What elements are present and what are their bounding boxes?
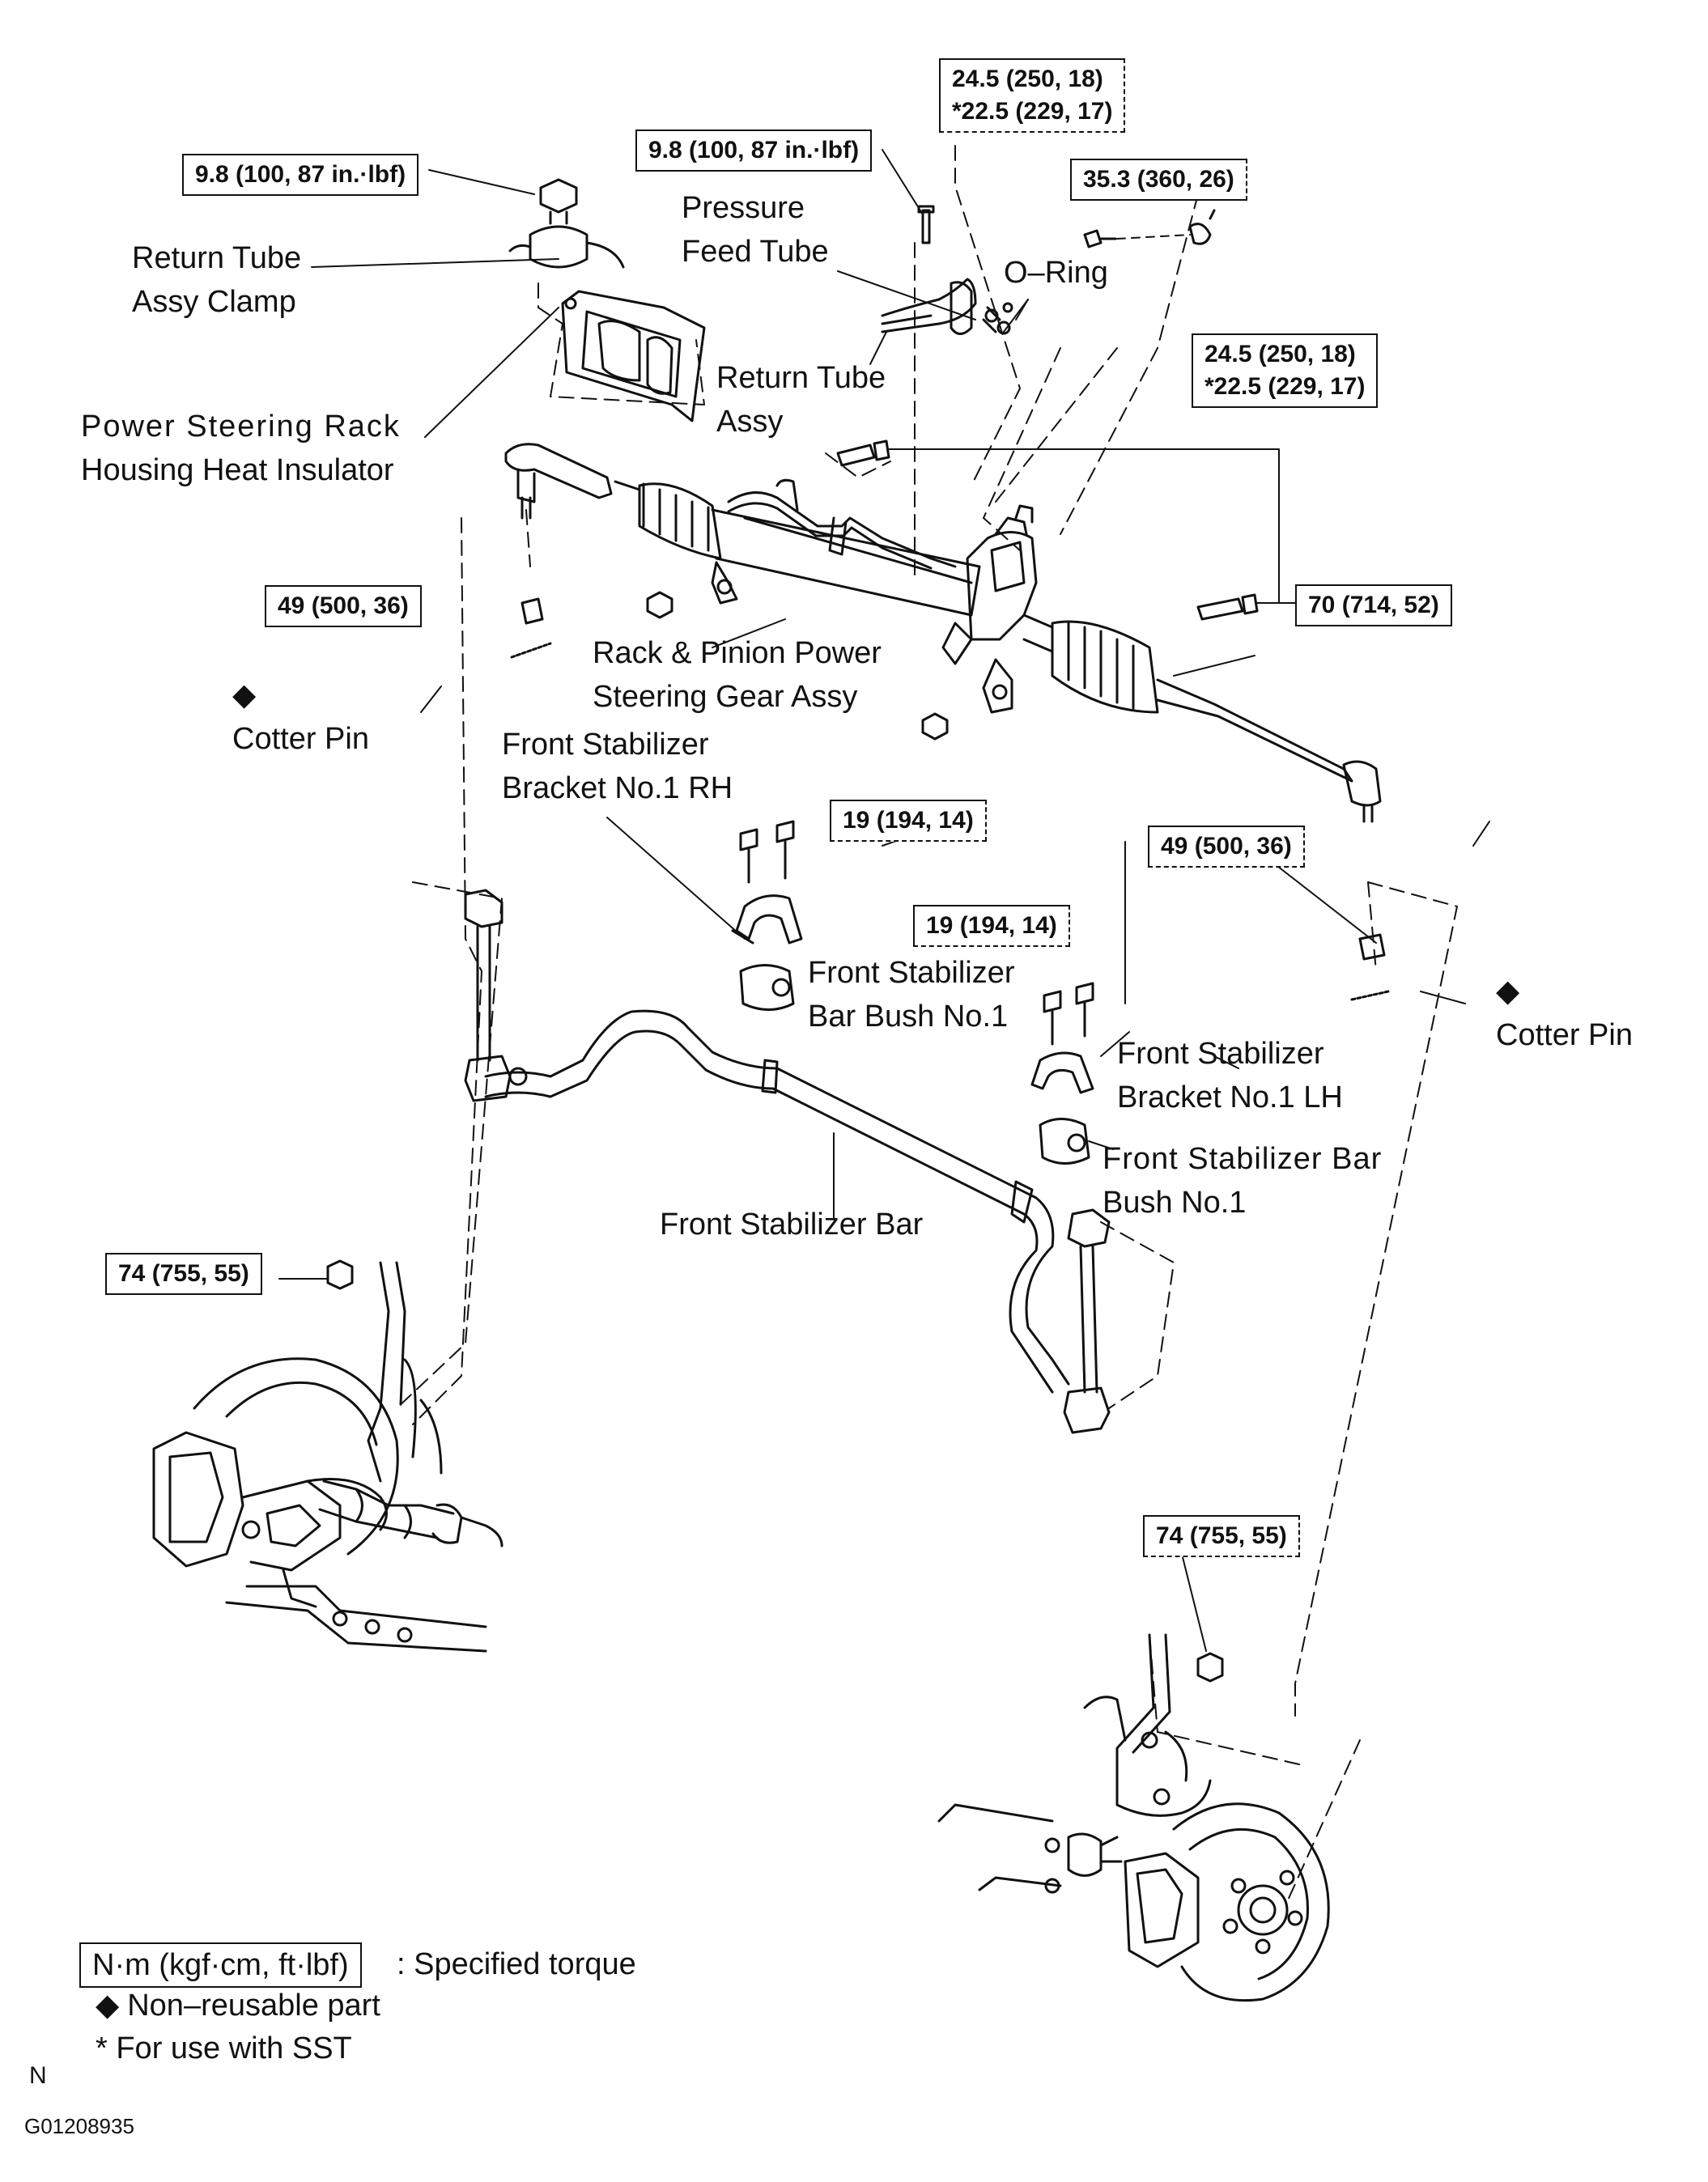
label-return-tube-clamp: Return Tube Assy Clamp [132, 241, 302, 319]
label-return-tube-assy: Return Tube Assy [716, 361, 886, 439]
torque-mid-union: 24.5 (250, 18) *22.5 (229, 17) [1192, 333, 1379, 408]
torque-74-right: 74 (755, 55) [1143, 1515, 1300, 1557]
diamond-icon: ◆ [232, 678, 257, 712]
footer-letter: N [29, 2062, 47, 2089]
legend-unit-box: N·m (kgf·cm, ft·lbf) [79, 1942, 362, 1988]
label-stabilizer-bracket-lh: Front Stabilizer Bracket No.1 LH [1117, 1037, 1343, 1114]
label-stabilizer-bush-b: Front Stabilizer Bar Bush No.1 [1103, 1142, 1383, 1220]
legend-unit-desc: : Specified torque [397, 1947, 636, 1981]
torque-19-a: 19 (194, 14) [830, 800, 987, 842]
legend-non-reusable: ◆Non–reusable part [96, 1985, 380, 2026]
return-tube-clamp-part [508, 178, 625, 269]
diamond-icon: ◆ [1496, 974, 1520, 1008]
diamond-icon: ◆ [96, 1989, 120, 2023]
label-stabilizer-bar: Front Stabilizer Bar [660, 1208, 924, 1242]
label-stabilizer-bracket-rh: Front Stabilizer Bracket No.1 RH [502, 728, 733, 805]
heat-insulator-part [561, 290, 706, 422]
label-cotter-pin-left: ◆Cotter Pin [232, 673, 369, 761]
torque-49-left: 49 (500, 36) [265, 585, 422, 627]
label-pressure-feed-tube: Pressure Feed Tube [682, 191, 829, 269]
steering-gear-assembly [504, 439, 1390, 1001]
left-knuckle-assembly [152, 1259, 503, 1653]
label-o-ring: O–Ring [1004, 256, 1108, 290]
stabilizer-brackets [731, 820, 1094, 1165]
footer-code: G01208935 [24, 2114, 134, 2138]
label-cotter-pin-right: ◆Cotter Pin [1496, 970, 1633, 1057]
torque-top-union: 24.5 (250, 18) *22.5 (229, 17) [939, 58, 1126, 133]
bolt-35-3-part [1083, 209, 1216, 248]
torque-19-b: 19 (194, 14) [913, 905, 1070, 947]
torque-return-tube-clamp: 9.8 (100, 87 in.·lbf) [182, 154, 419, 196]
torque-pressure-feed: 9.8 (100, 87 in.·lbf) [635, 129, 873, 172]
stabilizer-bar [464, 889, 1111, 1434]
label-stabilizer-bush-a: Front Stabilizer Bar Bush No.1 [808, 956, 1015, 1034]
label-heat-insulator: Power Steering Rack Housing Heat Insulat… [81, 410, 401, 487]
legend-sst: * For use with SST [96, 2031, 352, 2065]
torque-74-left: 74 (755, 55) [105, 1253, 262, 1295]
dashed-alignment-lines [396, 145, 1458, 1903]
torque-49-right: 49 (500, 36) [1148, 826, 1305, 868]
pressure-feed-tube-part [881, 205, 1013, 335]
label-rack-pinion: Rack & Pinion Power Steering Gear Assy [593, 636, 882, 714]
torque-70: 70 (714, 52) [1295, 584, 1452, 626]
right-knuckle-assembly [937, 1633, 1330, 2002]
torque-35-3: 35.3 (360, 26) [1070, 159, 1247, 201]
